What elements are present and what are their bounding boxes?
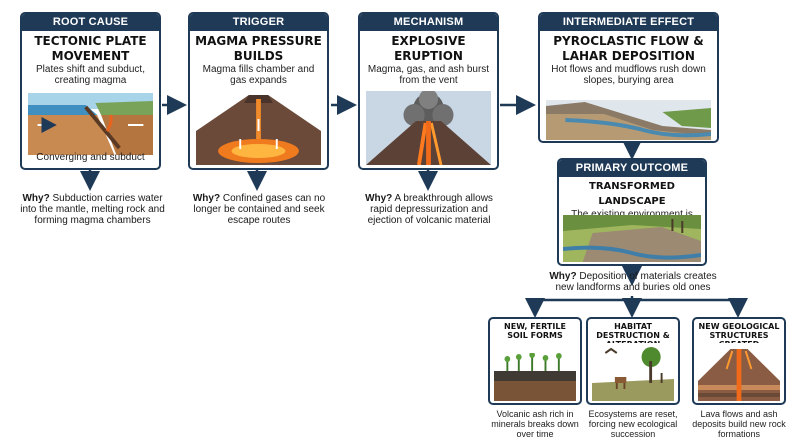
- outcome-geological-card: NEW GEOLOGICAL STRUCTURES CREATED: [692, 317, 786, 405]
- stage-intermediate-card: INTERMEDIATE EFFECT PYROCLASTIC FLOW & L…: [538, 12, 719, 143]
- primary-title: TRANSFORMED LANDSCAPE: [589, 181, 675, 207]
- why-root: Why? Subduction carries water into the m…: [20, 193, 165, 226]
- outcome-fertile-soil-card: NEW, FERTILE SOIL FORMS: [488, 317, 582, 405]
- why-label: Why?: [549, 271, 577, 282]
- tectonic-plates-illustration: [28, 93, 153, 155]
- why-label: Why?: [22, 193, 50, 204]
- transformed-landscape-illustration: [563, 215, 701, 262]
- lahar-illustration: [546, 100, 711, 140]
- stage-description: Hot flows and mudflows rush down slopes,…: [551, 64, 706, 86]
- habitat-illustration: [592, 343, 674, 401]
- primary-header: PRIMARY OUTCOME: [559, 160, 705, 177]
- stage-mechanism-card: MECHANISM EXPLOSIVE ERUPTION Magma, gas,…: [358, 12, 499, 170]
- stage-title: TECTONIC PLATE MOVEMENT: [34, 34, 147, 63]
- outcome-description: Ecosystems are reset, forcing new ecolog…: [588, 409, 678, 439]
- stage-description: Magma, gas, and ash burst from the vent: [367, 64, 490, 86]
- magma-chamber-illustration: [196, 91, 321, 165]
- stage-title: EXPLOSIVE ERUPTION: [391, 34, 466, 63]
- outcome-description: Lava flows and ash deposits build new ro…: [692, 409, 786, 439]
- stage-caption: Converging and subduct: [36, 152, 145, 163]
- why-label: Why?: [192, 193, 221, 204]
- stage-header: MECHANISM: [360, 14, 497, 31]
- why-mechanism: Why? A breakthrough allows rapid depress…: [365, 193, 493, 226]
- stage-title: PYROCLASTIC FLOW & LAHAR DEPOSITION: [553, 34, 704, 63]
- why-label: Why?: [365, 193, 393, 204]
- stage-title: MAGMA PRESSURE BUILDS: [195, 34, 322, 63]
- stage-description: Magma fills chamber and gas expands: [202, 64, 315, 86]
- primary-outcome-card: PRIMARY OUTCOME TRANSFORMED LANDSCAPE Th…: [557, 158, 707, 266]
- stage-header: INTERMEDIATE EFFECT: [540, 14, 717, 31]
- geological-structures-illustration: [698, 343, 780, 401]
- stage-trigger-card: TRIGGER MAGMA PRESSURE BUILDS Magma fill…: [188, 12, 329, 170]
- branch-connector: [535, 296, 738, 302]
- stage-root-cause-card: ROOT CAUSE TECTONIC PLATE MOVEMENT Plate…: [20, 12, 161, 170]
- stage-description: Plates shift and subduct, creating magma: [36, 64, 145, 86]
- stage-header: ROOT CAUSE: [22, 14, 159, 31]
- eruption-illustration: [366, 91, 491, 165]
- why-trigger: Why? Confined gases can no longer be con…: [192, 193, 326, 226]
- why-primary: Why? Deposition of materials creates new…: [549, 271, 717, 293]
- stage-header: TRIGGER: [190, 14, 327, 31]
- outcome-description: Volcanic ash rich in minerals breaks dow…: [491, 409, 579, 439]
- outcome-habitat-card: HABITAT DESTRUCTION & ALTERATION: [586, 317, 680, 405]
- fertile-soil-illustration: [494, 352, 576, 401]
- outcome-title: NEW, FERTILE SOIL FORMS: [504, 322, 566, 340]
